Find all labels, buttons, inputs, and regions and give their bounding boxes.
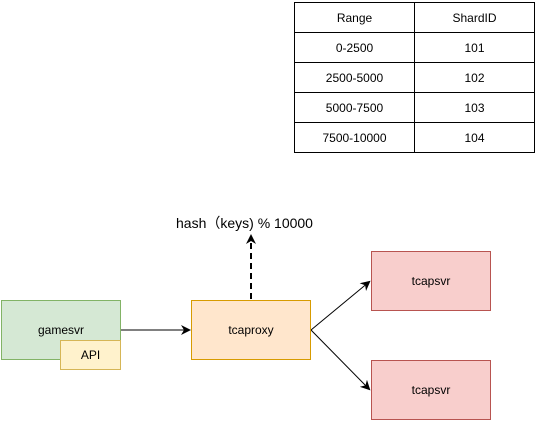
table-row: 0-2500 101 [294, 32, 535, 63]
table-row: 7500-10000 104 [294, 122, 535, 153]
gamesvr-label: gamesvr [37, 323, 84, 337]
header-range: Range [294, 2, 415, 33]
shardid-cell: 101 [414, 32, 535, 63]
shardid-cell: 102 [414, 62, 535, 93]
api-label: API [80, 348, 101, 362]
tcapsvr-label: tcapsvr [411, 274, 451, 288]
edge-tcaproxy-to-tcapsvr-top [310, 280, 371, 331]
tcaproxy-label: tcaproxy [228, 323, 274, 337]
shardid-cell: 103 [414, 92, 535, 123]
shardid-cell: 104 [414, 122, 535, 153]
header-shardid: ShardID [414, 2, 535, 33]
edge-tcaproxy-to-tcapsvr-bottom [310, 329, 371, 391]
tcapsvr-node-top: tcapsvr [371, 251, 491, 311]
table-header-row: Range ShardID [294, 2, 535, 33]
hash-formula-label: hash（keys) % 10000 [176, 215, 313, 231]
api-node: API [60, 340, 121, 370]
tcapsvr-label: tcapsvr [411, 383, 451, 397]
table-row: 5000-7500 103 [294, 92, 535, 123]
tcapsvr-node-bottom: tcapsvr [371, 360, 491, 420]
range-cell: 7500-10000 [294, 122, 415, 153]
shard-range-table: Range ShardID 0-2500 101 2500-5000 102 5… [294, 2, 535, 153]
range-cell: 5000-7500 [294, 92, 415, 123]
table-row: 2500-5000 102 [294, 62, 535, 93]
tcaproxy-node: tcaproxy [191, 300, 311, 360]
